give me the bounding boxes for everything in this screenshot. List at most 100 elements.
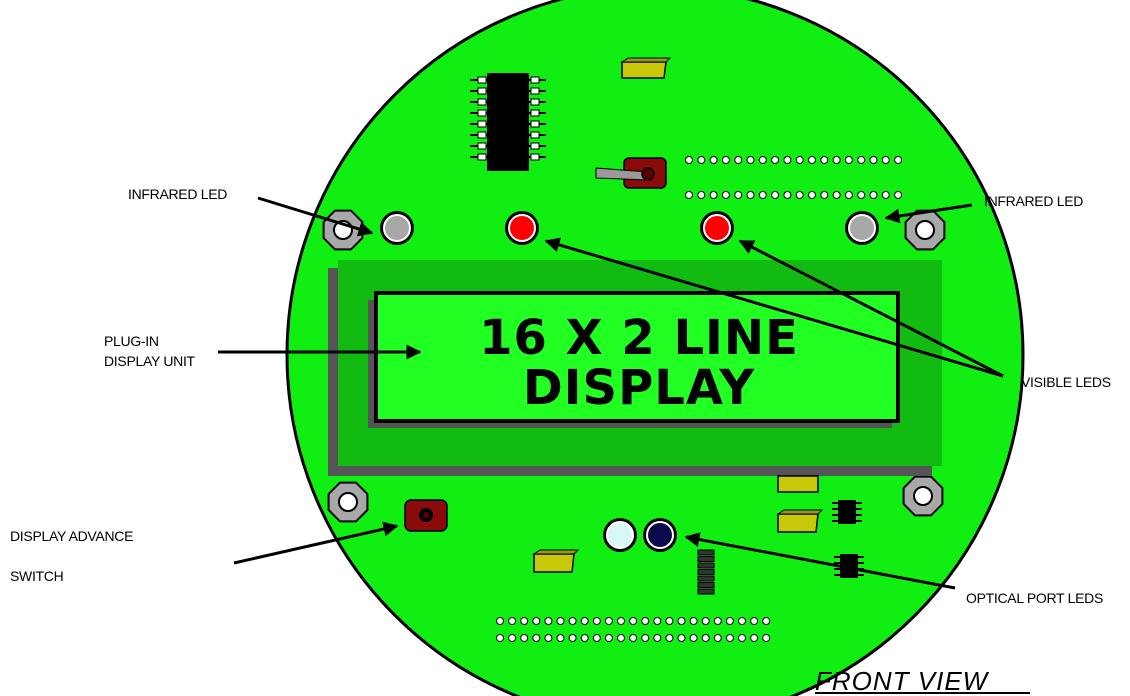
header-pin xyxy=(520,634,529,642)
header-pin xyxy=(725,634,734,642)
header-pin xyxy=(857,191,866,199)
header-pin xyxy=(725,617,734,625)
header-pin xyxy=(604,617,613,625)
ic-chip-top xyxy=(470,73,546,171)
header-pin xyxy=(832,191,841,199)
header-pin xyxy=(734,191,743,199)
header-pin xyxy=(795,156,804,164)
header-pin xyxy=(641,617,650,625)
arrow-infrared-right xyxy=(884,203,973,224)
header-pin xyxy=(532,634,541,642)
header-pin xyxy=(592,634,601,642)
resistor-band xyxy=(697,582,715,588)
header-pin xyxy=(496,634,504,642)
header-pin xyxy=(808,156,816,164)
header-pin xyxy=(758,191,767,199)
small-ic-chips xyxy=(832,500,864,578)
label-display-advance-line2: SWITCH xyxy=(10,568,63,584)
ic-pin-pad xyxy=(530,153,540,161)
ic-pin-pad xyxy=(477,120,487,128)
header-pin xyxy=(532,617,541,625)
header-pin xyxy=(685,156,693,164)
ic-pin-pad xyxy=(530,87,540,95)
display-text-line1: 16 X 2 LINE xyxy=(479,310,799,366)
mounting-nut xyxy=(327,481,369,523)
display-advance-switch xyxy=(404,499,448,532)
ic-pin-pad xyxy=(477,76,487,84)
ic-pin-pad xyxy=(477,153,487,161)
arrow-visible-led-left xyxy=(544,237,1004,378)
infrared-led-right xyxy=(845,211,879,245)
optical-led-light xyxy=(603,518,637,552)
header-pin xyxy=(496,617,504,625)
header-pin xyxy=(592,617,601,625)
header-pin xyxy=(653,617,662,625)
header-pin xyxy=(808,191,816,199)
header-pin xyxy=(869,191,878,199)
header-pin xyxy=(894,156,903,164)
header-pin xyxy=(641,634,650,642)
header-pin xyxy=(677,634,686,642)
label-plug-in-line2: DISPLAY UNIT xyxy=(104,353,196,369)
resistor-stack xyxy=(697,549,715,595)
label-optical-port-leds: OPTICAL PORT LEDS xyxy=(966,590,1103,606)
header-pin xyxy=(629,634,638,642)
header-pin xyxy=(881,191,890,199)
ic-pin-pad xyxy=(530,109,540,117)
header-pin xyxy=(881,156,890,164)
ic-pin-pad xyxy=(477,131,487,139)
header-pin xyxy=(894,191,903,199)
mounting-nut xyxy=(904,209,946,251)
annotation-arrows xyxy=(218,196,1004,590)
ic-pin-pad xyxy=(530,120,540,128)
header-pin xyxy=(832,156,841,164)
header-pin xyxy=(544,634,553,642)
lever-switch-top xyxy=(595,157,667,189)
header-pin xyxy=(689,617,698,625)
label-visible-leds: VISIBLE LEDS xyxy=(1021,374,1111,390)
header-pin xyxy=(820,191,829,199)
header-pin xyxy=(665,617,674,625)
header-pin xyxy=(734,156,743,164)
visible-led-left xyxy=(505,211,539,245)
ic-pin-pad xyxy=(477,109,487,117)
header-pin xyxy=(653,634,662,642)
header-pin xyxy=(508,617,517,625)
header-pin xyxy=(508,634,517,642)
header-pin xyxy=(568,617,577,625)
header-pin xyxy=(697,156,706,164)
optical-led-dark xyxy=(643,518,677,552)
header-pin xyxy=(869,156,878,164)
header-pin xyxy=(721,156,730,164)
header-pin xyxy=(701,617,710,625)
arrow-display-advance xyxy=(233,521,399,565)
header-pin xyxy=(771,156,780,164)
header-pin xyxy=(844,191,853,199)
ic-pin-pad xyxy=(477,142,487,150)
header-pin xyxy=(604,634,613,642)
ic-pin-pad xyxy=(477,98,487,106)
header-pin xyxy=(746,191,755,199)
header-pin xyxy=(795,191,804,199)
small-ic xyxy=(832,500,862,524)
label-infrared-led-right: INFRARED LED xyxy=(984,193,1083,209)
header-pin xyxy=(701,634,710,642)
arrow-visible-led-right xyxy=(738,239,1004,378)
resistor-band xyxy=(697,562,715,569)
header-pin xyxy=(556,634,565,642)
header-pin xyxy=(665,634,674,642)
mounting-nut xyxy=(902,475,944,517)
resistor-band xyxy=(697,549,715,556)
capacitor-lower-right-b xyxy=(776,509,824,533)
resistor-band xyxy=(697,588,715,595)
label-display-advance-line1: DISPLAY ADVANCE xyxy=(10,528,133,544)
header-pin xyxy=(844,156,853,164)
resistor-band xyxy=(697,556,715,562)
header-pin xyxy=(762,634,771,642)
view-title: FRONT VIEW xyxy=(815,666,990,696)
header-pin xyxy=(709,156,718,164)
header-pin xyxy=(556,617,565,625)
small-ic xyxy=(834,554,864,578)
header-pin xyxy=(746,156,755,164)
header-pin xyxy=(580,634,589,642)
